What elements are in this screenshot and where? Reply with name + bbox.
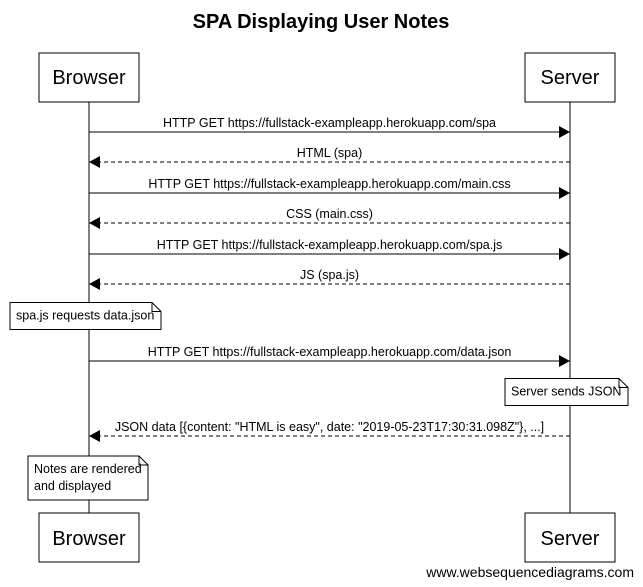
diagram-events: HTTP GET https://fullstack-exampleapp.he… (9, 116, 629, 501)
note-text: Notes are rendered (34, 462, 142, 476)
footer-watermark: www.websequencediagrams.com (425, 564, 634, 580)
note-box (27, 455, 149, 501)
message: JSON data [{content: "HTML is easy", dat… (89, 420, 570, 442)
note-fold (151, 302, 161, 312)
arrowhead (89, 156, 100, 168)
message: HTML (spa) (89, 146, 570, 168)
message-label: HTTP GET https://fullstack-exampleapp.he… (148, 177, 510, 191)
message-label: JSON data [{content: "HTML is easy", dat… (115, 420, 544, 434)
arrowhead (89, 217, 100, 229)
participant-server-bottom: Server (524, 512, 616, 563)
note-text: spa.js requests data.json (16, 309, 154, 323)
note-text: and displayed (34, 479, 111, 493)
participant-label: Server (541, 528, 600, 550)
participant-label: Browser (52, 528, 126, 550)
message-label: HTTP GET https://fullstack-exampleapp.he… (163, 116, 496, 130)
message: HTTP GET https://fullstack-exampleapp.he… (89, 116, 570, 138)
note-box (9, 302, 162, 330)
arrowhead (559, 355, 570, 367)
note: Notes are rendered and displayed (27, 455, 149, 501)
participant-browser-top: Browser (38, 52, 140, 103)
participant-browser-bottom: Browser (38, 512, 140, 563)
message-label: JS (spa.js) (300, 268, 359, 282)
arrowhead (89, 430, 100, 442)
arrowhead (89, 278, 100, 290)
message-label: HTTP GET https://fullstack-exampleapp.he… (148, 345, 512, 359)
arrowhead (559, 187, 570, 199)
note: Server sends JSON (504, 378, 629, 406)
note: spa.js requests data.json (9, 302, 162, 330)
message: JS (spa.js) (89, 268, 570, 290)
message: HTTP GET https://fullstack-exampleapp.he… (89, 177, 570, 199)
message-label: HTML (spa) (297, 146, 363, 160)
message: CSS (main.css) (89, 207, 570, 229)
message-label: CSS (main.css) (286, 207, 373, 221)
message-label: HTTP GET https://fullstack-exampleapp.he… (157, 238, 503, 252)
participant-label: Server (541, 67, 600, 89)
note-fold (618, 378, 628, 388)
note-text: Server sends JSON (511, 385, 621, 399)
arrowhead (559, 126, 570, 138)
message: HTTP GET https://fullstack-exampleapp.he… (89, 238, 570, 260)
note-box (504, 378, 629, 406)
participant-label: Browser (52, 67, 126, 89)
message: HTTP GET https://fullstack-exampleapp.he… (89, 345, 570, 367)
arrowhead (559, 248, 570, 260)
note-fold (138, 456, 148, 466)
participant-server-top: Server (524, 52, 616, 103)
diagram-title: SPA Displaying User Notes (193, 11, 450, 33)
